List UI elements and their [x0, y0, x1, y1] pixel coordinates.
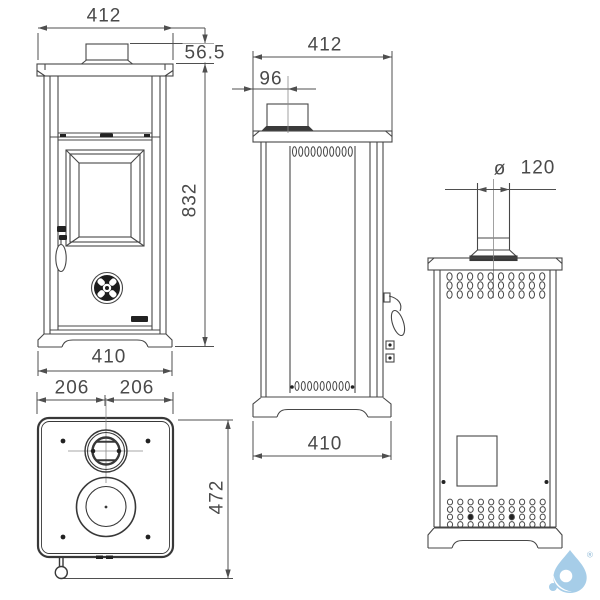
dim-front-width-top: 412: [86, 5, 122, 27]
dim-rear-flue-diameter: 120: [520, 157, 556, 179]
body-rear: [433, 270, 557, 528]
side-dimensions: [232, 51, 393, 460]
plan-view: [36, 398, 175, 580]
door-handle-front: [55, 238, 67, 273]
door-latch: [57, 226, 66, 232]
side-view: [252, 103, 406, 418]
dim-plan-depth: 472: [206, 479, 228, 515]
side-top-vents: [292, 146, 353, 157]
front-dimension-arrows: [37, 25, 231, 579]
plan-flue-collar: [84, 429, 128, 473]
base-rear: [427, 527, 563, 549]
rear-top-vents: [446, 272, 546, 299]
dim-plan-half-left: 206: [54, 377, 90, 399]
front-view: [36, 43, 174, 348]
dim-side-width-bottom: 410: [307, 433, 343, 455]
top-plate-rear: [427, 257, 563, 271]
rear-bottom-vents: [446, 498, 546, 528]
dim-plan-half-right: 206: [119, 377, 155, 399]
flue-collar-front: [79, 43, 135, 65]
dim-front-collar-height: 56.5: [182, 42, 228, 64]
front-dark-details: [57, 133, 150, 322]
side-bottom-vents: [290, 381, 355, 391]
side-dimension-arrows: [244, 54, 392, 459]
dim-rear-diameter-symbol: ø: [493, 158, 507, 180]
flue-collar-side: [260, 103, 315, 132]
dim-side-width-top: 412: [307, 34, 343, 56]
plan-centerlines: [68, 398, 143, 483]
body-side: [260, 141, 384, 398]
front-dimensions: [36, 25, 233, 579]
door-hinges-side: [385, 340, 395, 363]
plan-hotplate: [75, 476, 137, 538]
plan-door-handle: [54, 557, 68, 580]
air-control-dial: [90, 271, 124, 305]
plan-screw-dots: [60, 438, 151, 559]
dim-front-height: 832: [179, 182, 201, 218]
rear-access-panel: [456, 435, 498, 487]
droplet-logo-icon: [549, 550, 587, 593]
dim-side-flue-offset: 96: [259, 68, 283, 90]
registered-trademark-symbol: ®: [587, 550, 593, 560]
rear-view: [427, 179, 563, 549]
dim-front-width-bottom: 410: [91, 346, 127, 368]
door-badge: [131, 316, 148, 322]
top-plate-side: [252, 130, 393, 143]
rear-dimension-arrows: [477, 187, 510, 193]
base-side: [252, 397, 392, 418]
top-plate-front: [36, 63, 174, 77]
door-handle-side: [383, 292, 406, 337]
rear-dimensions: [445, 187, 556, 193]
base-front: [37, 333, 173, 348]
door-window: [65, 149, 145, 247]
